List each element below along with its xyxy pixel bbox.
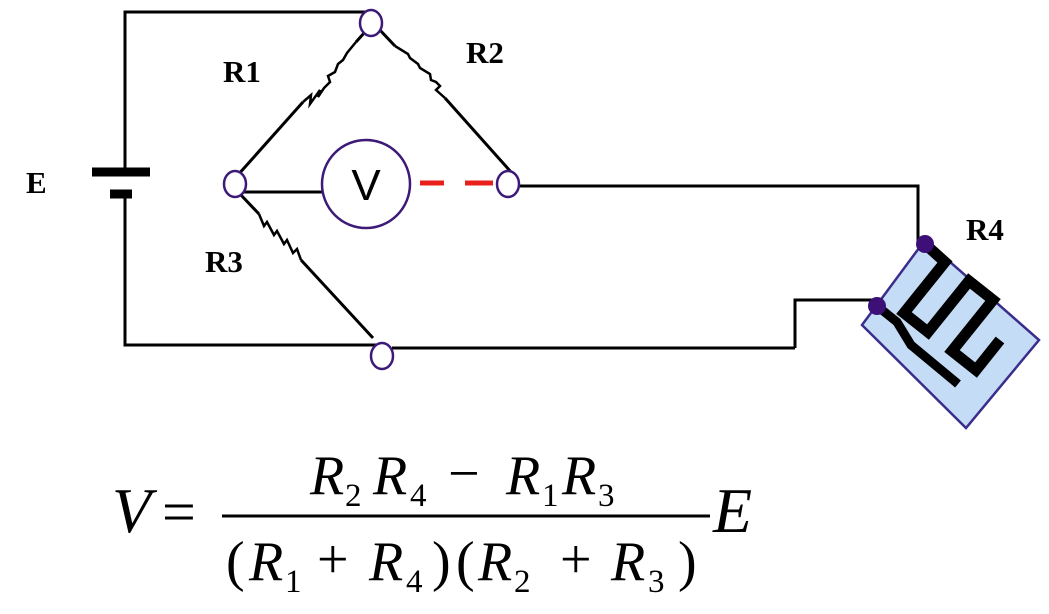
voltmeter-symbol: V (351, 161, 381, 210)
den-r4: R (368, 531, 403, 593)
num-r4-sub: 4 (410, 478, 427, 514)
node-right (495, 169, 521, 199)
strain-gauge-grid (896, 239, 1005, 378)
num-r3: R (561, 445, 596, 507)
den-r2-sub: 2 (514, 564, 531, 600)
resistor-r1 (302, 41, 357, 109)
wire-r3-upper (238, 192, 261, 216)
resistor-r2 (394, 44, 446, 99)
den-r3: R (610, 531, 645, 593)
gauge-terminal-lower (868, 297, 886, 315)
num-r1: R (505, 445, 540, 507)
label-r2: R2 (466, 35, 504, 70)
wire-r2-lower (443, 97, 513, 173)
den-r4-sub: 4 (406, 564, 423, 600)
formula-lhs: V (112, 475, 158, 546)
battery-label: E (26, 165, 47, 200)
gauge-terminal-upper (916, 235, 934, 253)
wire-r3-lower (299, 258, 375, 340)
den-close-2: ) (678, 531, 697, 593)
node-left (222, 169, 248, 199)
label-r1: R1 (223, 54, 261, 89)
den-r2: R (477, 531, 512, 593)
node-bottom (369, 341, 395, 371)
label-r3: R3 (205, 244, 243, 279)
den-plus-1: + (317, 529, 349, 591)
formula-rhs: E (712, 475, 752, 546)
den-open-2: ( (456, 531, 475, 593)
den-open-1: ( (226, 531, 245, 593)
num-r2: R (309, 445, 344, 507)
strain-gauge-r4 (860, 238, 1041, 430)
num-r3-sub: 3 (598, 478, 615, 514)
strain-gauge-return-lead (874, 302, 961, 388)
den-close-1: ) (432, 531, 451, 593)
num-r1-sub: 1 (542, 478, 559, 514)
den-plus-2: + (560, 529, 592, 591)
formula: V = R 2 R 4 − R 1 R 3 ( R 1 + R 4 ) ( R … (112, 443, 752, 600)
num-r2-sub: 2 (345, 478, 362, 514)
wire-r1-lower (235, 101, 305, 177)
label-r4: R4 (966, 212, 1004, 247)
den-r1: R (248, 531, 283, 593)
voltmeter (320, 138, 412, 230)
wire-right-to-gauge (519, 184, 920, 243)
wire-top (123, 10, 368, 168)
node-top (358, 8, 384, 38)
formula-equals: = (162, 479, 196, 545)
num-minus: − (448, 443, 480, 505)
num-r4: R (372, 445, 407, 507)
den-r3-sub: 3 (648, 564, 665, 600)
wire-bottom-left (123, 198, 378, 347)
resistor-r3 (257, 213, 303, 261)
den-r1-sub: 1 (285, 564, 302, 600)
